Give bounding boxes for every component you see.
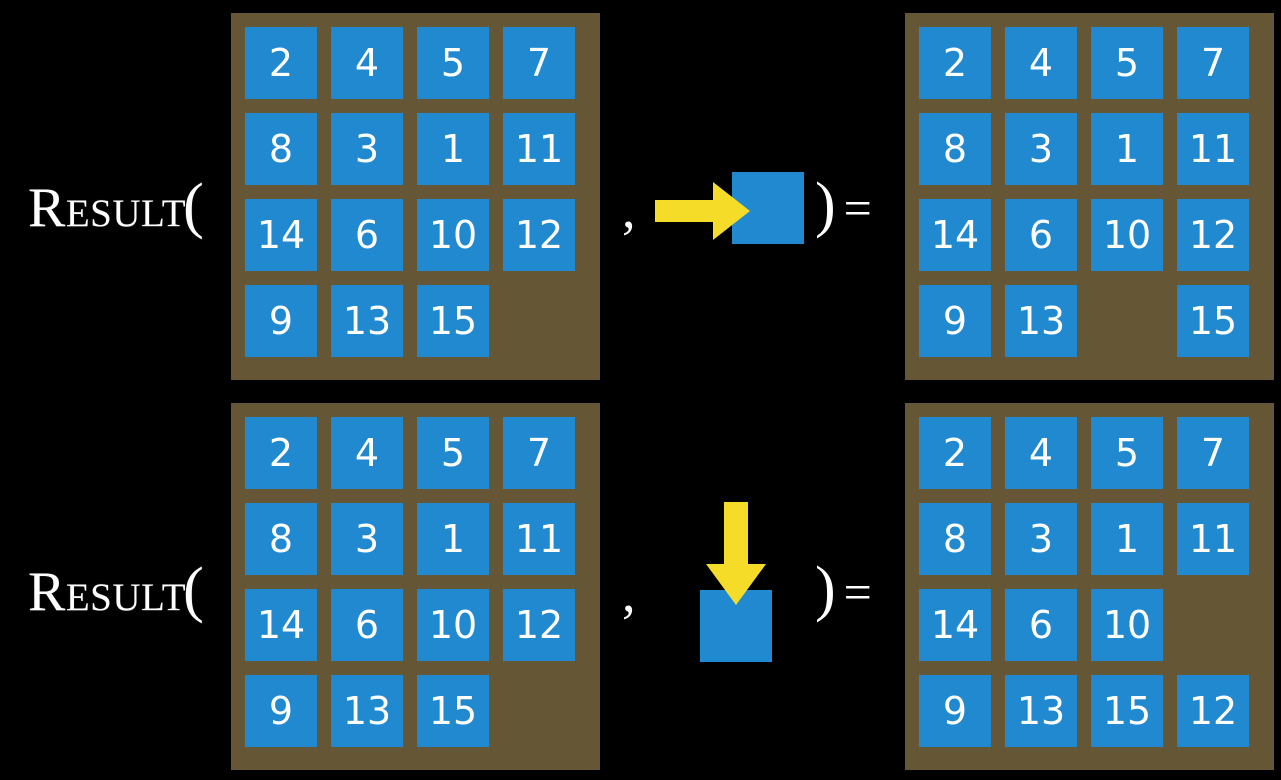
argument-separator-comma: , bbox=[622, 563, 636, 623]
tile[interactable]: 5 bbox=[417, 27, 489, 99]
result-function-label: Result( bbox=[28, 175, 204, 237]
tile[interactable]: 6 bbox=[331, 199, 403, 271]
tile[interactable]: 4 bbox=[1005, 417, 1077, 489]
tile[interactable]: 14 bbox=[245, 199, 317, 271]
tile[interactable]: 8 bbox=[245, 113, 317, 185]
arrow-right-icon bbox=[655, 182, 750, 240]
close-paren-equals: )= bbox=[815, 174, 872, 236]
tile[interactable]: 4 bbox=[331, 417, 403, 489]
tile[interactable]: 9 bbox=[245, 285, 317, 357]
equals-sign: = bbox=[843, 180, 872, 236]
tile[interactable]: 14 bbox=[245, 589, 317, 661]
paren-open: ( bbox=[183, 172, 205, 240]
tile[interactable]: 10 bbox=[417, 589, 489, 661]
tile[interactable]: 11 bbox=[503, 113, 575, 185]
tile[interactable]: 5 bbox=[1091, 417, 1163, 489]
tile[interactable]: 8 bbox=[245, 503, 317, 575]
tile[interactable]: 11 bbox=[1177, 503, 1249, 575]
tile[interactable]: 4 bbox=[331, 27, 403, 99]
tile[interactable]: 15 bbox=[417, 675, 489, 747]
tile[interactable]: 12 bbox=[1177, 199, 1249, 271]
move-glyph-right[interactable] bbox=[650, 130, 810, 290]
result-word: Result bbox=[28, 561, 187, 623]
argument-separator-comma: , bbox=[622, 179, 636, 239]
input-board: 2 4 5 7 8 3 1 11 14 6 10 12 9 13 15 bbox=[231, 13, 600, 380]
tile[interactable]: 1 bbox=[1091, 503, 1163, 575]
tile[interactable]: 14 bbox=[919, 589, 991, 661]
tile[interactable]: 13 bbox=[331, 285, 403, 357]
tile[interactable]: 14 bbox=[919, 199, 991, 271]
tile[interactable]: 4 bbox=[1005, 27, 1077, 99]
tile[interactable]: 15 bbox=[1091, 675, 1163, 747]
tile[interactable]: 8 bbox=[919, 113, 991, 185]
arrow-down-icon bbox=[706, 502, 766, 605]
tile[interactable]: 5 bbox=[417, 417, 489, 489]
tile[interactable]: 13 bbox=[1005, 675, 1077, 747]
tile[interactable]: 1 bbox=[417, 503, 489, 575]
result-word: Result bbox=[28, 177, 187, 239]
input-board: 2 4 5 7 8 3 1 11 14 6 10 12 9 13 15 bbox=[231, 403, 600, 770]
tile[interactable]: 7 bbox=[1177, 27, 1249, 99]
tile[interactable]: 3 bbox=[1005, 503, 1077, 575]
equation-row-down-move: Result( 2 4 5 7 8 3 1 11 14 6 10 12 9 13… bbox=[0, 390, 1281, 780]
tile[interactable]: 3 bbox=[331, 113, 403, 185]
tile[interactable]: 9 bbox=[245, 675, 317, 747]
result-function-label: Result( bbox=[28, 559, 204, 621]
paren-open: ( bbox=[183, 556, 205, 624]
tile[interactable]: 10 bbox=[417, 199, 489, 271]
equation-row-right-move: Result( 2 4 5 7 8 3 1 11 14 6 10 12 9 13… bbox=[28, 13, 1274, 380]
tile[interactable]: 12 bbox=[503, 199, 575, 271]
tile[interactable]: 1 bbox=[1091, 113, 1163, 185]
output-board: 2 4 5 7 8 3 1 11 14 6 10 12 9 13 15 bbox=[905, 13, 1274, 380]
tile[interactable]: 8 bbox=[919, 503, 991, 575]
tile-empty-slot[interactable] bbox=[1091, 285, 1163, 357]
tile-empty-slot[interactable] bbox=[503, 675, 575, 747]
tile[interactable]: 11 bbox=[1177, 113, 1249, 185]
tile[interactable]: 1 bbox=[417, 113, 489, 185]
tile[interactable]: 2 bbox=[919, 417, 991, 489]
paren-close: ) bbox=[815, 555, 836, 623]
tile[interactable]: 2 bbox=[245, 27, 317, 99]
move-glyph-down[interactable] bbox=[660, 490, 820, 662]
tile[interactable]: 10 bbox=[1091, 589, 1163, 661]
tile[interactable]: 9 bbox=[919, 675, 991, 747]
tile[interactable]: 7 bbox=[503, 417, 575, 489]
tile[interactable]: 12 bbox=[503, 589, 575, 661]
equals-sign: = bbox=[843, 564, 872, 620]
tile[interactable]: 3 bbox=[1005, 113, 1077, 185]
tile[interactable]: 7 bbox=[503, 27, 575, 99]
tile[interactable]: 6 bbox=[1005, 589, 1077, 661]
tile-empty-slot[interactable] bbox=[503, 285, 575, 357]
tile[interactable]: 2 bbox=[245, 417, 317, 489]
tile[interactable]: 13 bbox=[331, 675, 403, 747]
tile[interactable]: 11 bbox=[503, 503, 575, 575]
tile-empty-slot[interactable] bbox=[1177, 589, 1249, 661]
tile[interactable]: 13 bbox=[1005, 285, 1077, 357]
tile[interactable]: 15 bbox=[417, 285, 489, 357]
tile[interactable]: 9 bbox=[919, 285, 991, 357]
tile[interactable]: 12 bbox=[1177, 675, 1249, 747]
close-paren-equals: )= bbox=[815, 558, 872, 620]
tile[interactable]: 10 bbox=[1091, 199, 1163, 271]
tile[interactable]: 6 bbox=[331, 589, 403, 661]
tile[interactable]: 5 bbox=[1091, 27, 1163, 99]
tile[interactable]: 15 bbox=[1177, 285, 1249, 357]
output-board: 2 4 5 7 8 3 1 11 14 6 10 9 13 15 12 bbox=[905, 403, 1274, 770]
tile[interactable]: 3 bbox=[331, 503, 403, 575]
tile[interactable]: 2 bbox=[919, 27, 991, 99]
tile[interactable]: 6 bbox=[1005, 199, 1077, 271]
tile[interactable]: 7 bbox=[1177, 417, 1249, 489]
paren-close: ) bbox=[815, 171, 836, 239]
